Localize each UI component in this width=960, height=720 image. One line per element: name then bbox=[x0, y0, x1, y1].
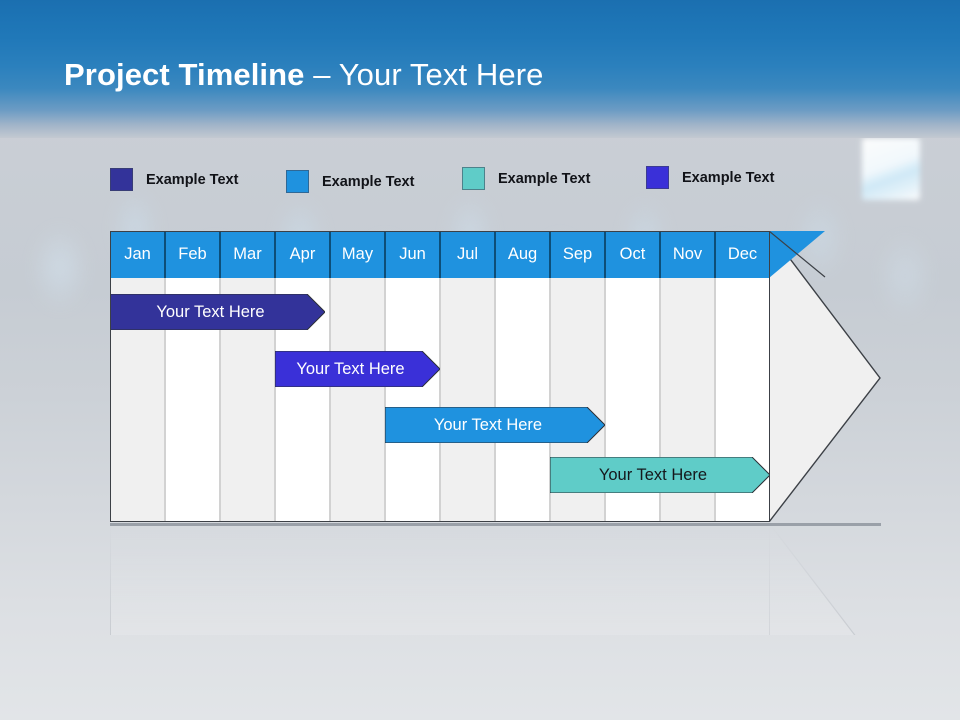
month-column-may: May bbox=[330, 231, 385, 522]
month-header-nov[interactable]: Nov bbox=[660, 231, 715, 278]
legend-swatch-3 bbox=[462, 167, 485, 190]
legend-item-3: Example Text bbox=[462, 167, 590, 190]
legend-swatch-4 bbox=[646, 166, 669, 189]
month-header-aug[interactable]: Aug bbox=[495, 231, 550, 278]
task-bar-shape-1 bbox=[110, 294, 325, 330]
legend-item-2: Example Text bbox=[286, 170, 414, 193]
legend-swatch-2 bbox=[286, 170, 309, 193]
month-header-jul[interactable]: Jul bbox=[440, 231, 495, 278]
month-header-jan[interactable]: Jan bbox=[110, 231, 165, 278]
legend-label-3: Example Text bbox=[498, 170, 591, 187]
task-bar-3[interactable]: Your Text Here bbox=[385, 407, 605, 443]
month-cell-may bbox=[330, 278, 385, 522]
month-header-dec[interactable]: Dec bbox=[715, 231, 770, 278]
legend-label-2: Example Text bbox=[322, 173, 415, 190]
task-bar-shape-2 bbox=[275, 351, 440, 387]
page-title-light: – Your Text Here bbox=[304, 57, 544, 92]
task-bar-4[interactable]: Your Text Here bbox=[550, 457, 770, 493]
month-column-sep: Sep bbox=[550, 231, 605, 522]
timeline-reflection bbox=[110, 523, 881, 635]
legend-label-4: Example Text bbox=[682, 169, 775, 186]
task-bar-label-3: Your Text Here bbox=[433, 415, 543, 434]
page-title-strong: Project Timeline bbox=[64, 57, 305, 92]
month-column-jan: Jan bbox=[110, 231, 165, 522]
task-bar-label-4: Your Text Here bbox=[598, 465, 708, 484]
task-bar-shape-3 bbox=[385, 407, 605, 443]
title-banner: Project Timeline – Your Text Here bbox=[0, 0, 960, 138]
legend-item-1: Example Text bbox=[110, 168, 238, 191]
timeline-arrow-head bbox=[769, 231, 881, 522]
month-header-mar[interactable]: Mar bbox=[220, 231, 275, 278]
month-header-sep[interactable]: Sep bbox=[550, 231, 605, 278]
month-header-jun[interactable]: Jun bbox=[385, 231, 440, 278]
task-bar-1[interactable]: Your Text Here bbox=[110, 294, 325, 330]
background-light-flare bbox=[862, 138, 920, 200]
legend-swatch-1 bbox=[110, 168, 133, 191]
month-cell-jul bbox=[440, 278, 495, 522]
task-bar-label-2: Your Text Here bbox=[296, 359, 405, 378]
month-column-jun: Jun bbox=[385, 231, 440, 522]
task-bar-shape-4 bbox=[550, 457, 770, 493]
month-column-aug: Aug bbox=[495, 231, 550, 522]
legend-item-4: Example Text bbox=[646, 166, 774, 189]
month-column-mar: Mar bbox=[220, 231, 275, 522]
month-cell-jun bbox=[385, 278, 440, 522]
month-column-feb: Feb bbox=[165, 231, 220, 522]
page-title: Project Timeline – Your Text Here bbox=[64, 57, 544, 92]
task-bar-2[interactable]: Your Text Here bbox=[275, 351, 440, 387]
timeline-baseline-shadow bbox=[110, 523, 881, 526]
legend-label-1: Example Text bbox=[146, 171, 239, 188]
month-cell-aug bbox=[495, 278, 550, 522]
month-header-oct[interactable]: Oct bbox=[605, 231, 660, 278]
month-header-may[interactable]: May bbox=[330, 231, 385, 278]
task-bar-label-1: Your Text Here bbox=[156, 302, 265, 321]
month-column-jul: Jul bbox=[440, 231, 495, 522]
month-header-feb[interactable]: Feb bbox=[165, 231, 220, 278]
month-header-apr[interactable]: Apr bbox=[275, 231, 330, 278]
